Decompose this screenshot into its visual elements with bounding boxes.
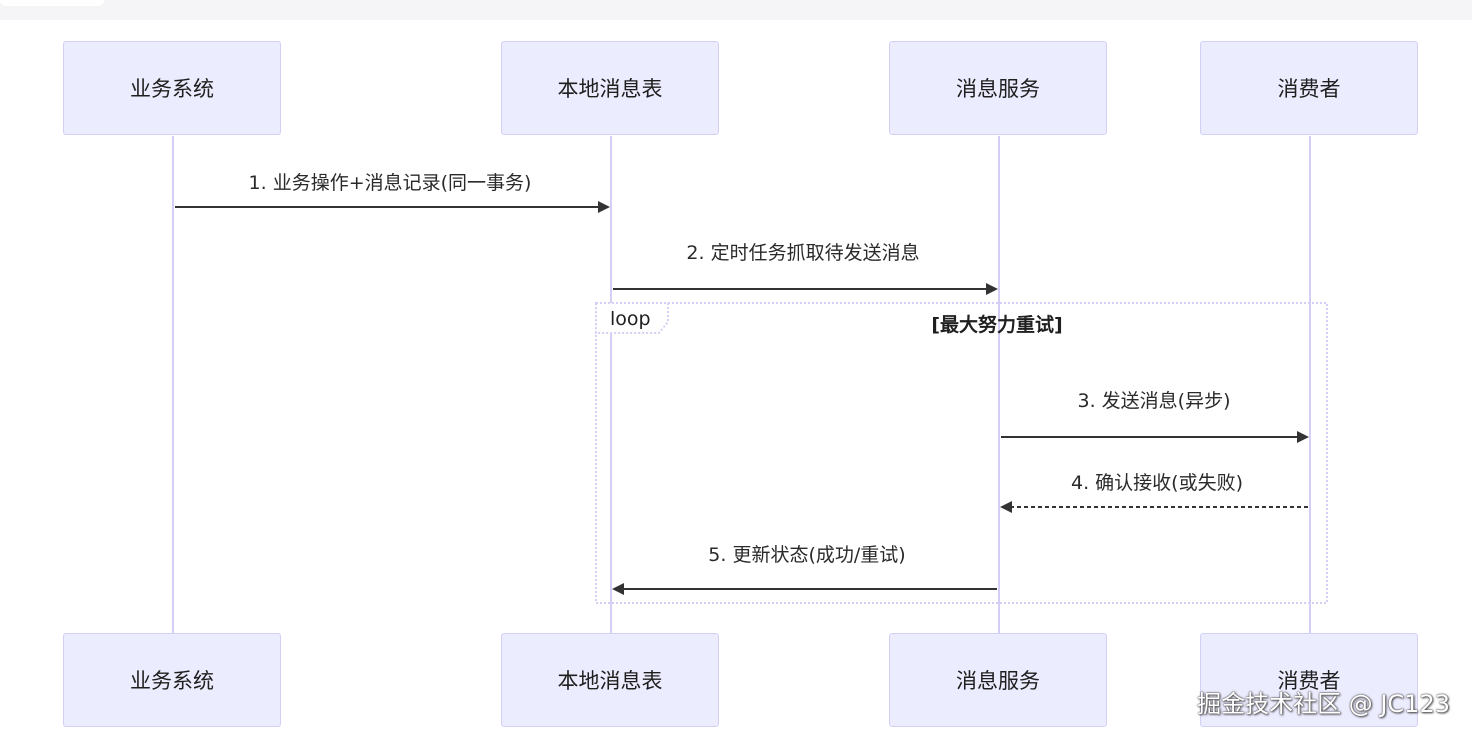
actor-top-consumer[interactable]: 消费者 [1200,41,1418,135]
actor-bottom-message-service[interactable]: 消息服务 [889,633,1107,727]
message-3-label: 3. 发送消息(异步) [1077,390,1231,412]
watermark: 掘金技术社区 @ JC123 [1197,690,1450,718]
message-1-label: 1. 业务操作+消息记录(同一事务) [248,172,532,194]
actor-top-local-message-table[interactable]: 本地消息表 [501,41,719,135]
actor-label: 消息服务 [956,77,1040,101]
actor-label: 消息服务 [956,669,1040,693]
message-4-label: 4. 确认接收(或失败) [1071,472,1243,494]
loop-keyword: loop [610,308,651,330]
actor-top-message-service[interactable]: 消息服务 [889,41,1107,135]
window-top-bar [0,0,1472,20]
loop-tag-shape [595,302,669,334]
actor-label: 消费者 [1277,669,1341,693]
loop-frame [595,302,1328,604]
loop-condition: [最大努力重试] [931,314,1063,336]
window-tab[interactable] [0,0,104,6]
actor-label: 消费者 [1277,77,1341,101]
actor-label: 本地消息表 [557,77,663,101]
actor-label: 业务系统 [130,77,214,101]
actor-bottom-consumer[interactable]: 消费者 [1200,633,1418,727]
actor-bottom-business-system[interactable]: 业务系统 [63,633,281,727]
actor-label: 本地消息表 [557,669,663,693]
actor-bottom-local-message-table[interactable]: 本地消息表 [501,633,719,727]
message-2-label: 2. 定时任务抓取待发送消息 [686,242,920,264]
actor-top-business-system[interactable]: 业务系统 [63,41,281,135]
message-5-label: 5. 更新状态(成功/重试) [708,544,906,566]
actor-label: 业务系统 [130,669,214,693]
